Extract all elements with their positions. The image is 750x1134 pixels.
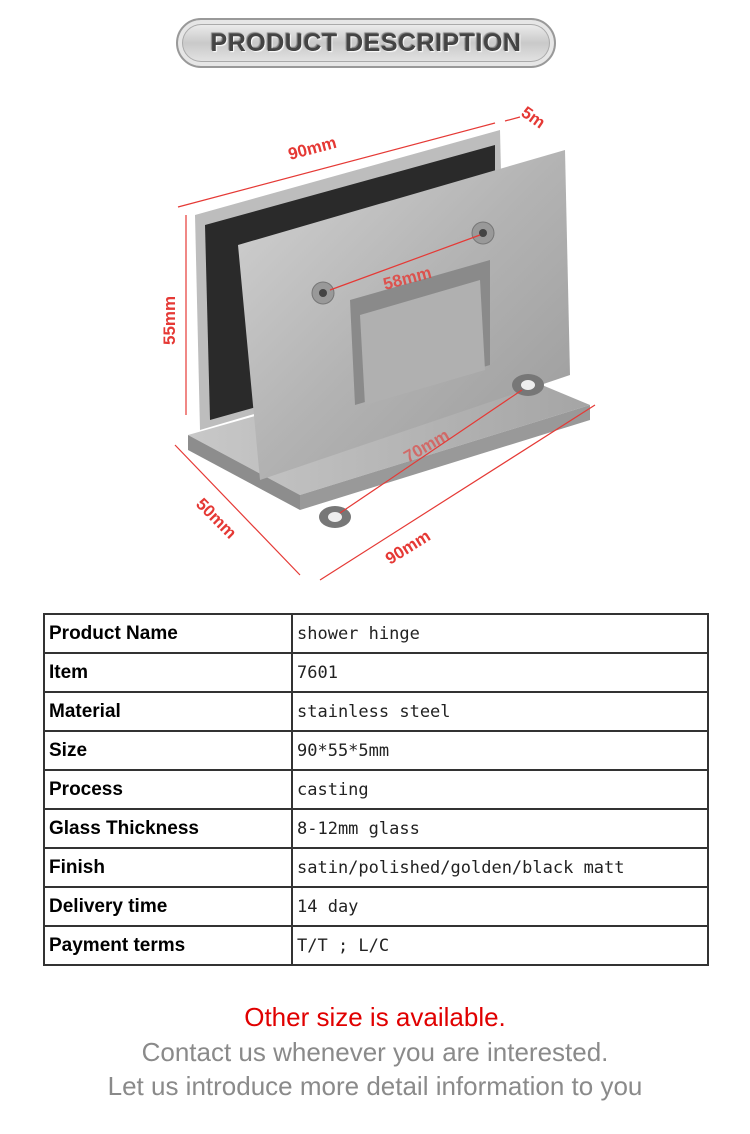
- spec-label: Payment terms: [43, 925, 293, 966]
- shower-hinge-image: 90mm 5m 55mm 58mm 70mm 50mm 90mm: [160, 103, 596, 581]
- spec-label: Delivery time: [43, 886, 293, 927]
- spec-label: Glass Thickness: [43, 808, 293, 849]
- footer-detail-note: Let us introduce more detail information…: [107, 1071, 643, 1101]
- spec-label: Product Name: [43, 613, 293, 654]
- spec-value: 90*55*5mm: [291, 730, 709, 771]
- spec-label: Finish: [43, 847, 293, 888]
- spec-value: casting: [291, 769, 709, 810]
- footer-contact-note: Contact us whenever you are interested.: [141, 1037, 609, 1067]
- dim-base-width: 90mm: [382, 526, 434, 568]
- dim-thickness: 5m: [518, 103, 549, 133]
- spec-value: 7601: [291, 652, 709, 693]
- footer-size-note: Other size is available.: [244, 1002, 506, 1032]
- spec-label: Material: [43, 691, 293, 732]
- spec-label: Size: [43, 730, 293, 771]
- product-description-banner: PRODUCT DESCRIPTION: [176, 18, 556, 68]
- spec-value: 8-12mm glass: [291, 808, 709, 849]
- spec-value: shower hinge: [291, 613, 709, 654]
- spec-value: T/T ; L/C: [291, 925, 709, 966]
- banner-title: PRODUCT DESCRIPTION: [210, 28, 522, 57]
- spec-value: stainless steel: [291, 691, 709, 732]
- dim-height: 55mm: [160, 296, 179, 345]
- spec-label: Process: [43, 769, 293, 810]
- dim-top-width: 90mm: [286, 133, 338, 164]
- spec-value: 14 day: [291, 886, 709, 927]
- spec-label: Item: [43, 652, 293, 693]
- dim-depth: 50mm: [192, 494, 240, 542]
- spec-value: satin/polished/golden/black matt: [291, 847, 709, 888]
